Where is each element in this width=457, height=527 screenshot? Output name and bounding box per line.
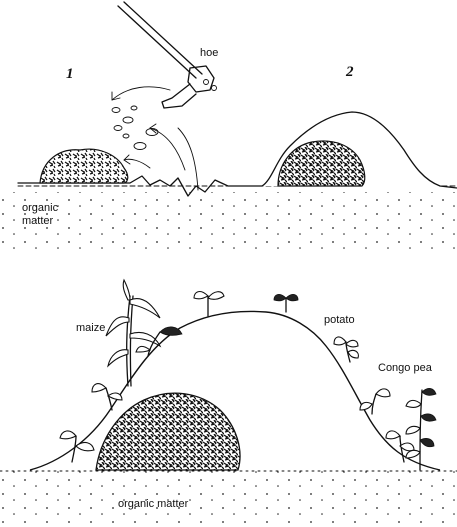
potato-label: potato	[324, 314, 355, 326]
maize-label: maize	[76, 322, 105, 334]
panel-2-number: 2	[345, 64, 354, 80]
top-organic-matter-pile-1	[39, 148, 129, 184]
flying-soil-clods	[111, 105, 159, 150]
panel-1-number: 1	[66, 66, 74, 82]
bottom-panel: maize potato Congo pea organic matter	[0, 278, 457, 527]
congo-pea-label: Congo pea	[378, 362, 433, 374]
potato-plant-icon	[333, 336, 359, 363]
top-organic-matter-pile-2	[277, 140, 366, 187]
top-soil	[0, 186, 457, 250]
hoe-label: hoe	[200, 47, 218, 59]
congo-pea-plant-icon	[405, 388, 437, 471]
seedling-left-slope	[91, 383, 123, 411]
top-ground-surface-left	[17, 175, 263, 197]
seedling-top-left	[193, 290, 225, 317]
seedling-right-slope	[359, 388, 391, 415]
seedling-lower-left	[59, 430, 95, 463]
maize-plant-icon	[105, 278, 162, 387]
hoe-icon	[117, 1, 217, 109]
bottom-soil	[0, 470, 457, 527]
hoe-motion-arrows	[111, 86, 199, 191]
seedling-lower-right	[385, 430, 415, 463]
bean-seedling-left-upper	[135, 326, 183, 357]
organic-matter-label-bottom: organic matter	[118, 498, 189, 510]
bottom-organic-matter-pile	[95, 392, 241, 471]
organic-matter-label-top-line2: matter	[22, 215, 54, 227]
seedling-top-right	[273, 294, 299, 313]
organic-matter-label-top-line1: organic	[22, 202, 59, 214]
top-panel: 1 2 hoe organic matter	[0, 1, 457, 250]
